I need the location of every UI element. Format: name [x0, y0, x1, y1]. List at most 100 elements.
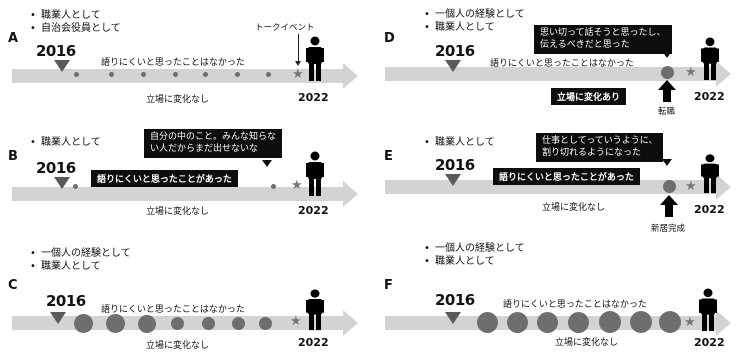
panel-letter: E	[384, 149, 393, 164]
down-triangle-icon	[445, 60, 461, 72]
panel-e: E 職業人として 2016 仕事としてっていうように、 割り切れるようになった …	[373, 118, 746, 235]
timeline-dot	[171, 317, 184, 330]
timeline-dot	[106, 314, 125, 333]
callout-tail	[662, 159, 672, 166]
below-arrow-text: 立場に変化なし	[146, 207, 210, 217]
star-icon: ★	[292, 67, 304, 82]
star-icon: ★	[290, 314, 302, 329]
timeline-dot	[235, 72, 240, 77]
start-year: 2016	[36, 42, 76, 60]
role-list: 一個人の経験として 職業人として	[30, 247, 131, 273]
start-year: 2016	[435, 42, 475, 60]
panel-letter: D	[384, 31, 395, 46]
start-year: 2016	[46, 292, 86, 310]
end-year: 2022	[694, 203, 725, 216]
up-arrow-icon	[658, 80, 676, 102]
above-arrow-text: 語りにくいと思ったことはなかった	[101, 58, 245, 68]
down-triangle-icon	[50, 312, 66, 324]
panel-letter: B	[8, 149, 18, 164]
role-item: 職業人として	[424, 136, 495, 149]
down-triangle-icon	[54, 60, 70, 72]
callout-line: 割り切れるようになった	[542, 147, 642, 158]
role-item: 一個人の経験として	[424, 8, 525, 21]
panel-b: B 職業人として 2016 自分の中のこと。みんな知らな い人だからまだ出せない…	[0, 118, 373, 235]
callout-line: 自分の中のこと。みんな知らな	[150, 132, 277, 142]
timeline-dot	[477, 312, 498, 333]
callout-tail	[662, 51, 672, 58]
timeline-dot	[507, 312, 528, 333]
panel-letter: F	[384, 278, 393, 293]
role-item: 一個人の経験として	[30, 247, 131, 260]
end-year: 2022	[298, 336, 329, 349]
role-list: 一個人の経験として 職業人として	[424, 242, 525, 268]
down-triangle-icon	[54, 177, 70, 189]
panel-d: D 一個人の経験として 職業人として 2016 語りにくいと思ったことはなかった…	[373, 0, 746, 117]
down-triangle-icon	[445, 312, 461, 324]
star-icon: ★	[684, 315, 696, 330]
status-box: 立場に変化あり	[551, 88, 627, 105]
star-icon: ★	[291, 178, 303, 193]
event-label: 新居完成	[651, 224, 686, 234]
role-item: 自治会役員として	[30, 22, 121, 35]
timeline-dot	[663, 180, 676, 193]
role-item: 職業人として	[424, 21, 525, 34]
end-year: 2022	[298, 91, 329, 104]
role-list: 職業人として	[30, 136, 101, 149]
person-icon	[306, 289, 324, 331]
down-triangle-icon	[445, 174, 461, 186]
timeline-dot	[141, 72, 146, 77]
callout-line: 思い切って話そうと思ったし、	[540, 28, 666, 38]
timeline-dot	[138, 315, 156, 333]
person-icon	[699, 288, 717, 332]
role-item: 職業人として	[424, 255, 525, 268]
panel-letter: C	[8, 278, 18, 293]
timeline-dot	[659, 311, 681, 333]
panel-letter: A	[8, 31, 19, 46]
start-year: 2016	[435, 156, 475, 174]
panel-f: F 一個人の経験として 職業人として 2016 語りにくいと思ったことはなかった…	[373, 236, 746, 353]
role-list: 一個人の経験として 職業人として	[424, 8, 525, 34]
person-icon	[306, 36, 324, 81]
timeline-dot	[73, 184, 78, 189]
end-year: 2022	[298, 204, 329, 217]
timeline-dot	[271, 184, 276, 189]
below-arrow-text: 立場に変化なし	[555, 338, 619, 348]
end-year: 2022	[694, 90, 725, 103]
callout-line: い人だからまだ出せないな	[150, 143, 259, 154]
speech-callout: 思い切って話そうと思ったし、 伝えるべきだと思った	[534, 25, 672, 54]
above-arrow-text: 語りにくいと思ったことはなかった	[101, 305, 245, 315]
person-icon	[701, 37, 719, 81]
timeline-dot	[599, 311, 621, 333]
event-label: 転職	[658, 107, 676, 117]
timeline-dot	[74, 314, 93, 333]
star-icon: ★	[685, 179, 697, 194]
timeline-dot	[630, 311, 652, 333]
below-arrow-text: 立場に変化なし	[146, 95, 210, 105]
timeline-dot	[74, 72, 79, 77]
callout-line: 仕事としてっていうように、	[542, 136, 658, 146]
timeline-dot	[661, 66, 674, 79]
above-arrow-text: 語りにくいと思ったことはなかった	[490, 59, 634, 69]
role-item: 職業人として	[30, 260, 131, 273]
start-year: 2016	[435, 291, 475, 309]
person-icon	[701, 154, 719, 194]
timeline-dot	[203, 72, 208, 77]
above-arrow-text: 語りにくいと思ったことはなかった	[503, 300, 647, 310]
below-arrow-text: 立場に変化なし	[146, 341, 210, 351]
role-item: 職業人として	[30, 136, 101, 149]
event-arrow	[295, 34, 301, 66]
panel-c: C 一個人の経験として 職業人として 2016 語りにくいと思ったことはなかった…	[0, 236, 373, 353]
callout-tail	[262, 160, 272, 167]
start-year: 2016	[36, 159, 76, 177]
timeline-dot	[568, 312, 589, 333]
star-icon: ★	[685, 65, 697, 80]
speech-callout: 仕事としてっていうように、 割り切れるようになった	[536, 133, 664, 162]
timeline-dot	[109, 72, 114, 77]
timeline-dot	[173, 72, 178, 77]
timeline-dot	[232, 317, 245, 330]
panel-a: A 職業人として 自治会役員として 2016 語りにくいと思ったことはなかった …	[0, 0, 373, 117]
role-item: 一個人の経験として	[424, 242, 525, 255]
status-box: 語りにくいと思ったことがあった	[91, 170, 238, 187]
person-icon	[306, 151, 324, 196]
timeline-dot	[537, 312, 558, 333]
